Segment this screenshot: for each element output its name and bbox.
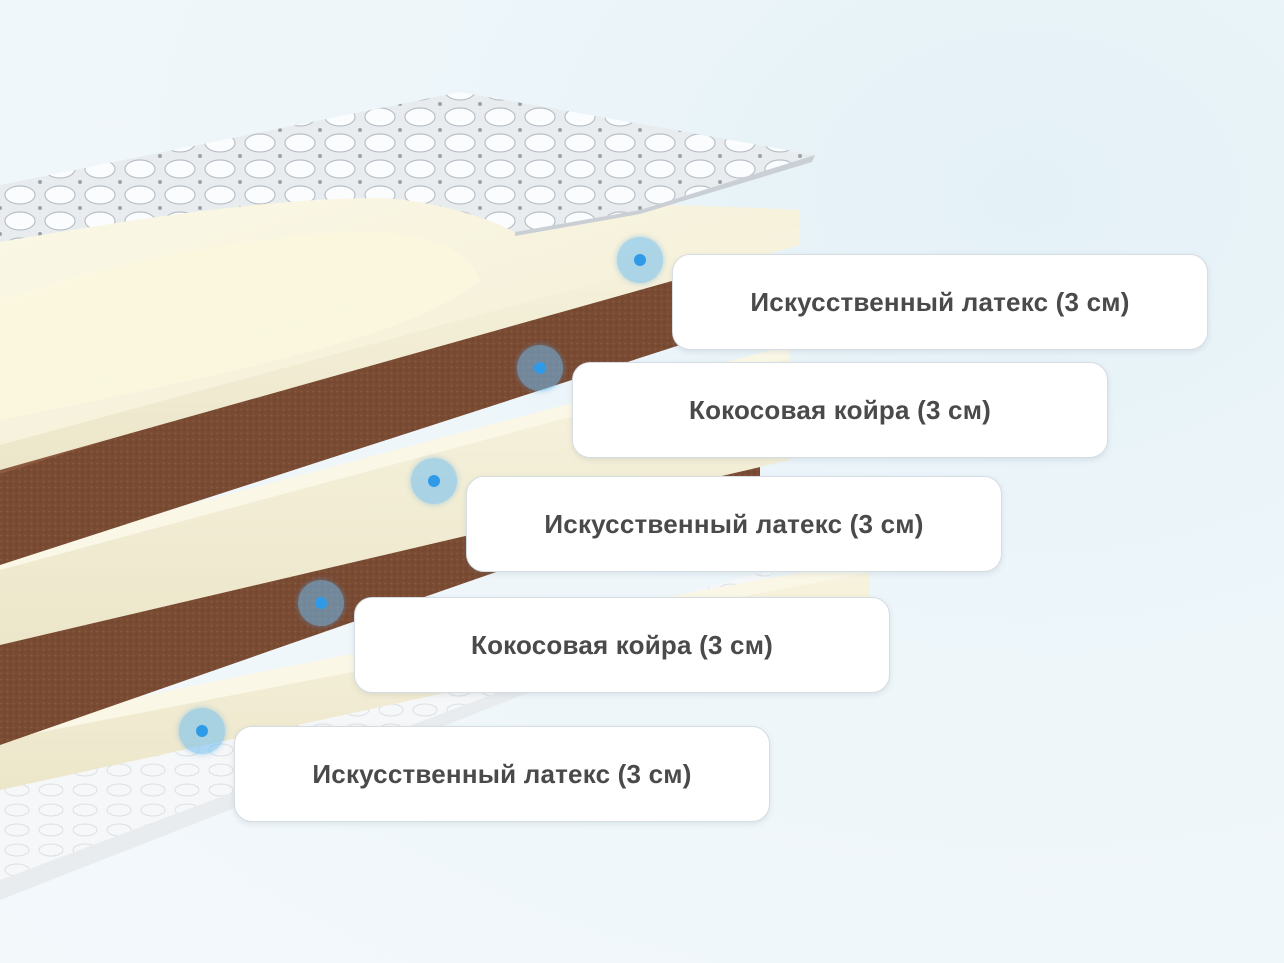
layer-marker-5[interactable]	[179, 708, 225, 754]
marker-dot-icon	[534, 362, 546, 374]
marker-dot-icon	[196, 725, 208, 737]
layer-callout-label: Искусственный латекс (3 см)	[750, 287, 1129, 318]
layer-callout-5[interactable]: Искусственный латекс (3 см)	[234, 726, 770, 822]
marker-dot-icon	[634, 254, 646, 266]
layer-callout-2[interactable]: Кокосовая койра (3 см)	[572, 362, 1108, 458]
layer-marker-3[interactable]	[411, 458, 457, 504]
layer-marker-1[interactable]	[617, 237, 663, 283]
layer-callout-label: Кокосовая койра (3 см)	[471, 630, 773, 661]
layer-marker-4[interactable]	[298, 580, 344, 626]
layer-callout-1[interactable]: Искусственный латекс (3 см)	[672, 254, 1208, 350]
layer-callout-label: Кокосовая койра (3 см)	[689, 395, 991, 426]
layer-callout-3[interactable]: Искусственный латекс (3 см)	[466, 476, 1002, 572]
marker-dot-icon	[428, 475, 440, 487]
layer-callout-label: Искусственный латекс (3 см)	[312, 759, 691, 790]
layer-marker-2[interactable]	[517, 345, 563, 391]
marker-dot-icon	[315, 597, 327, 609]
layer-callout-4[interactable]: Кокосовая койра (3 см)	[354, 597, 890, 693]
layer-callout-label: Искусственный латекс (3 см)	[544, 509, 923, 540]
